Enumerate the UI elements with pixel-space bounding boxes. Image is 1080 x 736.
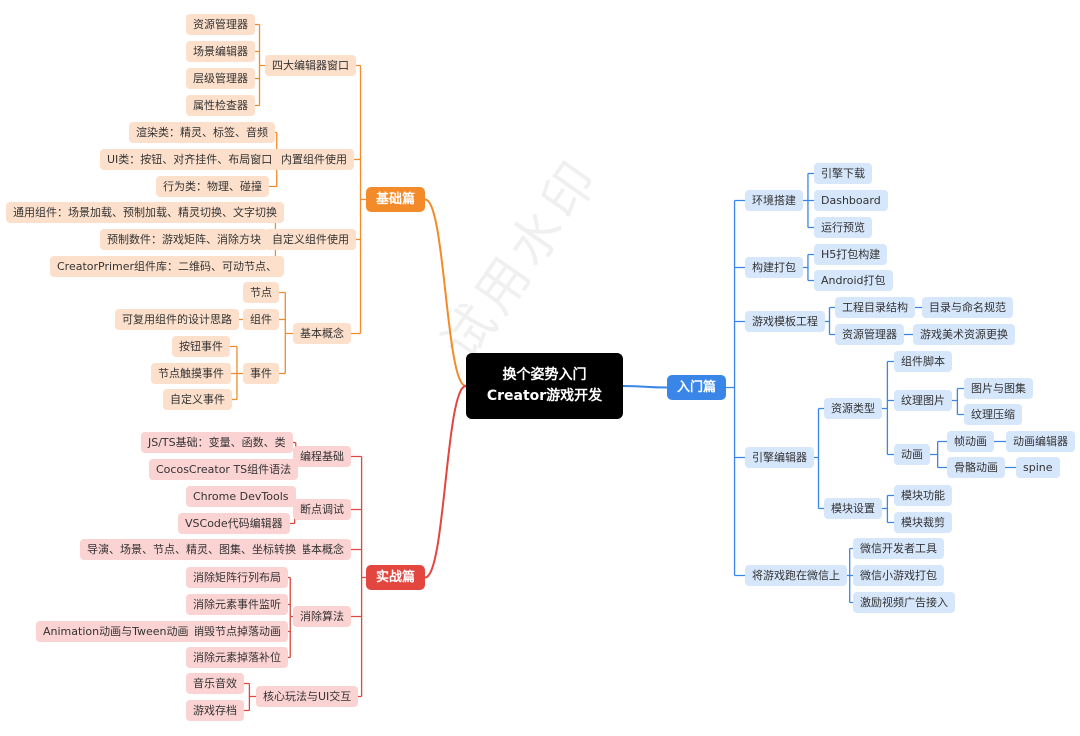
node-naming-rules[interactable]: 目录与命名规范 bbox=[922, 297, 1013, 318]
node-spine[interactable]: spine bbox=[1016, 457, 1060, 478]
node-cocos-ts-syntax[interactable]: CocosCreator TS组件语法 bbox=[149, 459, 299, 480]
node-h5-build[interactable]: H5打包构建 bbox=[814, 244, 888, 265]
branch-basics[interactable]: 基础篇 bbox=[366, 187, 426, 212]
node-android-build[interactable]: Android打包 bbox=[814, 270, 893, 291]
node-skeletal-animation[interactable]: 骨骼动画 bbox=[947, 457, 1005, 478]
node-ui-class[interactable]: UI类：按钮、对齐挂件、布局窗口 bbox=[100, 149, 280, 170]
node-director-scene[interactable]: 导演、场景、节点、精灵、图集、坐标转换 bbox=[80, 539, 303, 560]
connector-bracket bbox=[847, 547, 853, 604]
node-reward-video-ad[interactable]: 激励视频广告接入 bbox=[853, 592, 955, 613]
node-asset-manager[interactable]: 资源管理器 bbox=[186, 14, 255, 35]
node-music-sound[interactable]: 音乐音效 bbox=[186, 673, 244, 694]
root-topic[interactable]: 换个姿势入门 Creator游戏开发 bbox=[466, 353, 623, 419]
node-prefab-components[interactable]: 预制数件：游戏矩阵、消除方块 bbox=[100, 229, 268, 250]
node-breakpoint-debug[interactable]: 断点调试 bbox=[293, 499, 351, 520]
connector-bracket bbox=[952, 387, 964, 416]
node-behavior-class[interactable]: 行为类：物理、碰撞 bbox=[156, 176, 269, 197]
node-animation-editor[interactable]: 动画编辑器 bbox=[1006, 431, 1075, 452]
connector-bracket bbox=[244, 682, 256, 712]
root-title-line1: 换个姿势入门 bbox=[502, 367, 587, 383]
node-destroy-animation[interactable]: 销毁节点掉落动画 bbox=[186, 621, 288, 642]
node-render-class[interactable]: 渲染类：精灵、标签、音频 bbox=[129, 122, 275, 143]
node-engine-editor[interactable]: 引擎编辑器 bbox=[745, 447, 814, 468]
connector-bracket bbox=[351, 64, 366, 335]
node-component[interactable]: 组件 bbox=[243, 309, 279, 330]
node-module-settings[interactable]: 模块设置 bbox=[824, 498, 882, 519]
node-custom-components[interactable]: 自定义组件使用 bbox=[265, 229, 356, 250]
node-reusable-design[interactable]: 可复用组件的设计思路 bbox=[115, 309, 239, 330]
connector-bracket bbox=[230, 345, 243, 401]
node-asset-manager-2[interactable]: 资源管理器 bbox=[835, 324, 904, 345]
node-game-save[interactable]: 游戏存档 bbox=[186, 700, 244, 721]
node-wechat-devtools[interactable]: 微信开发者工具 bbox=[853, 538, 944, 559]
node-builtin-components[interactable]: 内置组件使用 bbox=[274, 149, 354, 170]
node-wechat-minigame[interactable]: 微信小游戏打包 bbox=[853, 565, 944, 586]
node-run-preview[interactable]: 运行预览 bbox=[814, 217, 872, 238]
node-creatorprimer-lib[interactable]: CreatorPrimer组件库：二维码、可动节点、 bbox=[50, 256, 285, 277]
node-node[interactable]: 节点 bbox=[243, 282, 279, 303]
node-asset-types[interactable]: 资源类型 bbox=[824, 398, 882, 419]
connector-bracket bbox=[882, 494, 894, 524]
connector bbox=[424, 385, 467, 579]
node-event[interactable]: 事件 bbox=[243, 363, 279, 384]
node-js-ts-basics[interactable]: JS/TS基础：变量、函数、类 bbox=[141, 432, 293, 453]
node-matrix-layout[interactable]: 消除矩阵行列布局 bbox=[186, 567, 288, 588]
node-texture-image[interactable]: 纹理图片 bbox=[894, 390, 952, 411]
connector bbox=[424, 198, 467, 387]
root-title-line2: Creator游戏开发 bbox=[486, 388, 603, 404]
connector-bracket bbox=[803, 172, 814, 229]
node-animation[interactable]: 动画 bbox=[894, 444, 930, 465]
node-project-structure[interactable]: 工程目录结构 bbox=[835, 297, 915, 318]
node-template-project[interactable]: 游戏模板工程 bbox=[745, 311, 825, 332]
node-component-script[interactable]: 组件脚本 bbox=[894, 351, 952, 372]
connector bbox=[622, 385, 668, 389]
node-custom-event[interactable]: 自定义事件 bbox=[163, 389, 232, 410]
node-common-components[interactable]: 通用组件：场景加载、预制加载、精灵切换、文字切换 bbox=[6, 202, 284, 223]
node-env-setup[interactable]: 环境搭建 bbox=[745, 190, 803, 211]
node-element-listener[interactable]: 消除元素事件监听 bbox=[186, 594, 288, 615]
connector-bracket bbox=[930, 440, 947, 469]
node-core-gameplay-ui[interactable]: 核心玩法与UI交互 bbox=[256, 686, 359, 707]
node-four-editor-windows[interactable]: 四大编辑器窗口 bbox=[265, 55, 356, 76]
node-scene-editor[interactable]: 场景编辑器 bbox=[186, 41, 255, 62]
node-chrome-devtools[interactable]: Chrome DevTools bbox=[186, 486, 296, 507]
node-wechat-run[interactable]: 将游戏跑在微信上 bbox=[745, 565, 847, 586]
node-basic-concepts-2[interactable]: 基本概念 bbox=[293, 539, 351, 560]
node-basic-concepts-1[interactable]: 基本概念 bbox=[293, 323, 351, 344]
node-touch-event[interactable]: 节点触摸事件 bbox=[151, 363, 231, 384]
connector-bracket bbox=[351, 455, 366, 698]
connector-bracket bbox=[255, 23, 265, 107]
node-property-inspector[interactable]: 属性检查器 bbox=[186, 95, 255, 116]
node-art-replace[interactable]: 游戏美术资源更换 bbox=[913, 324, 1015, 345]
node-build-package[interactable]: 构建打包 bbox=[745, 257, 803, 278]
node-vscode[interactable]: VSCode代码编辑器 bbox=[178, 513, 290, 534]
node-image-atlas[interactable]: 图片与图集 bbox=[964, 378, 1033, 399]
connector-bracket bbox=[882, 360, 894, 456]
node-module-trim[interactable]: 模块裁剪 bbox=[894, 512, 952, 533]
connector-bracket bbox=[825, 306, 835, 336]
connector-bracket bbox=[726, 199, 745, 577]
node-module-function[interactable]: 模块功能 bbox=[894, 485, 952, 506]
branch-intro[interactable]: 入门篇 bbox=[667, 375, 727, 400]
node-dashboard[interactable]: Dashboard bbox=[814, 190, 888, 211]
connector-bracket bbox=[279, 291, 293, 375]
connector-bracket bbox=[803, 253, 814, 282]
node-button-event[interactable]: 按钮事件 bbox=[172, 336, 230, 357]
branch-practice[interactable]: 实战篇 bbox=[366, 565, 426, 590]
node-animation-tween[interactable]: Animation动画与Tween动画 bbox=[36, 621, 196, 642]
node-hierarchy-manager[interactable]: 层级管理器 bbox=[186, 68, 255, 89]
node-texture-compress[interactable]: 纹理压缩 bbox=[964, 404, 1022, 425]
node-engine-download[interactable]: 引擎下载 bbox=[814, 163, 872, 184]
node-frame-animation[interactable]: 帧动画 bbox=[947, 431, 994, 452]
node-elimination-algorithm[interactable]: 消除算法 bbox=[293, 606, 351, 627]
node-fill-gap[interactable]: 消除元素掉落补位 bbox=[186, 647, 288, 668]
node-programming-basics[interactable]: 编程基础 bbox=[293, 446, 351, 467]
connector-bracket bbox=[288, 576, 293, 659]
connector-bracket bbox=[814, 407, 824, 510]
